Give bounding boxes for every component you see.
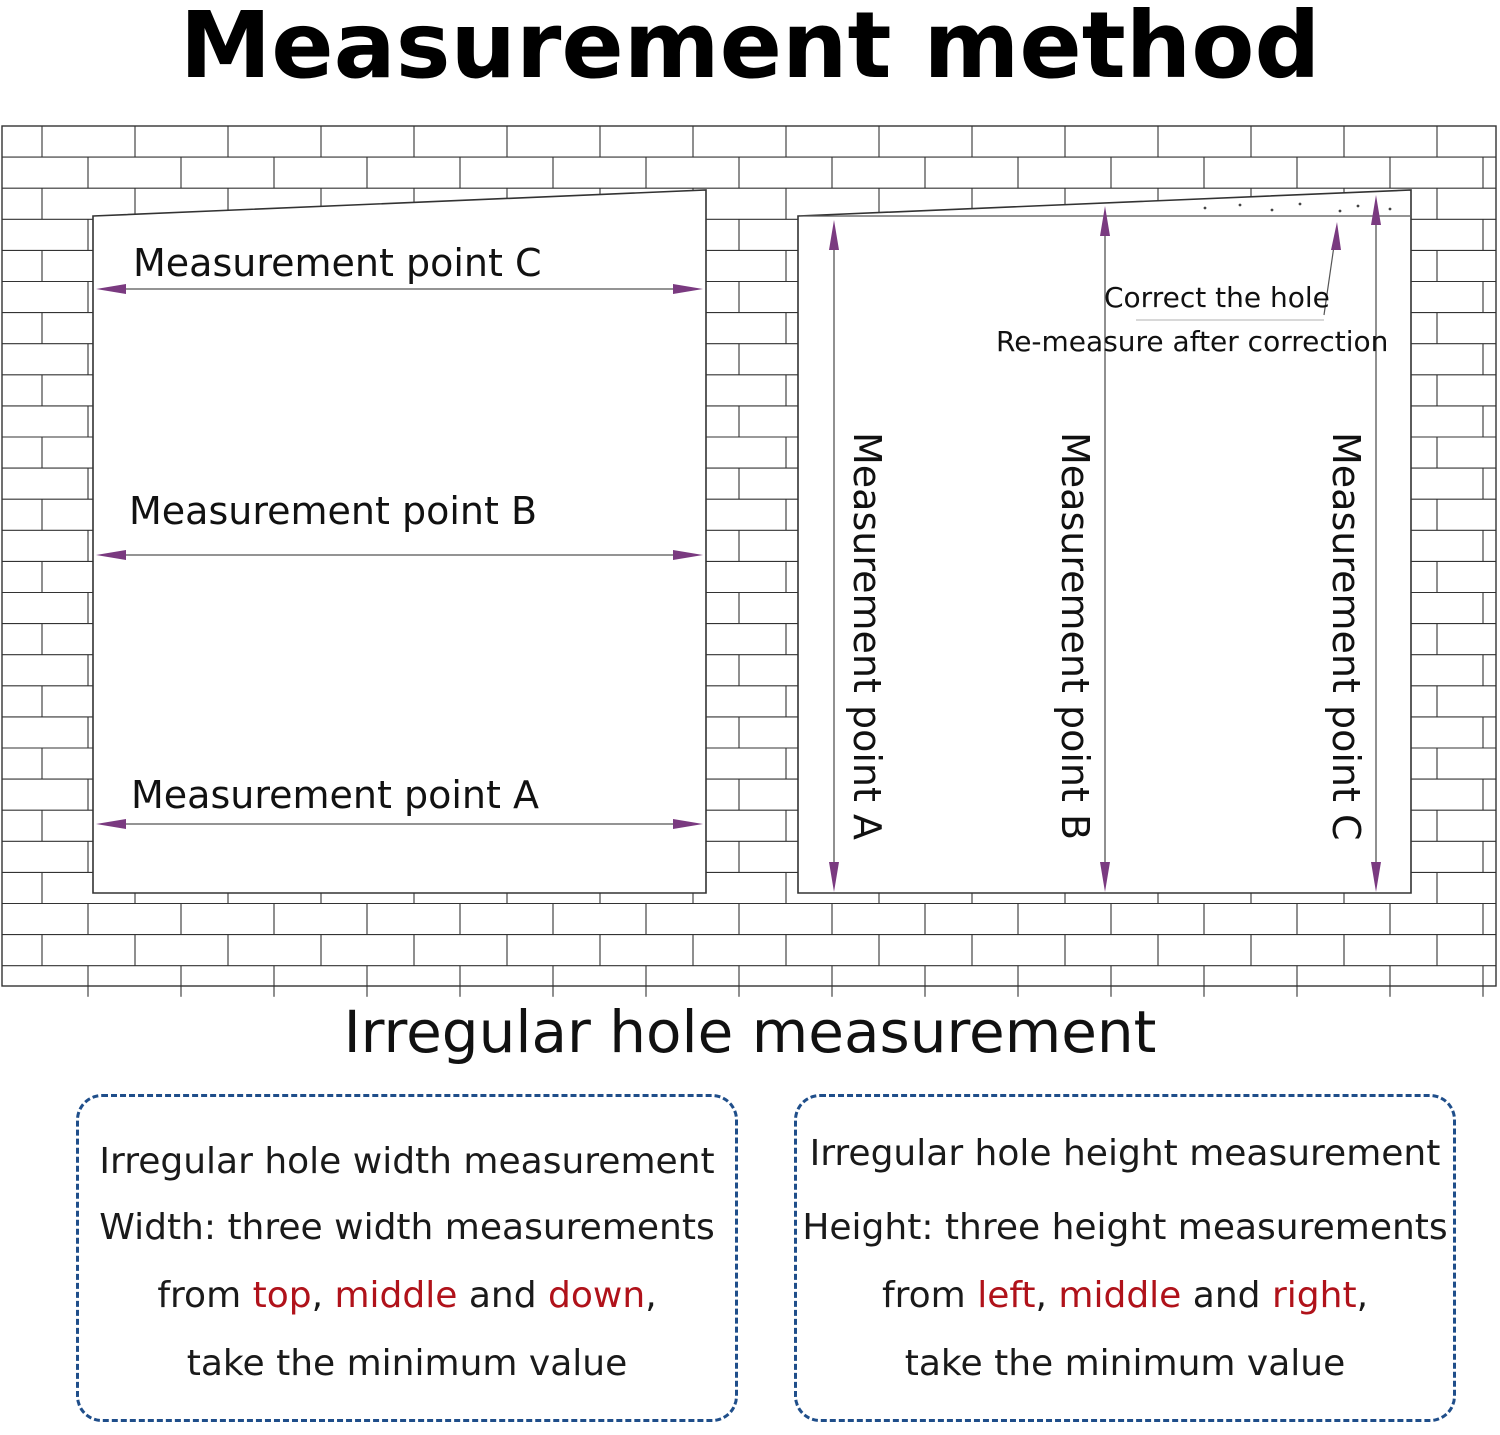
measurement-arrows — [96, 195, 1381, 892]
highlight-middle: middle — [334, 1275, 458, 1316]
height-arrow-c — [1371, 195, 1381, 892]
end-text: , — [645, 1275, 657, 1316]
highlight-top: top — [252, 1275, 312, 1316]
debris-dot — [1298, 202, 1302, 206]
width-box-conclusion: take the minimum value — [186, 1343, 628, 1384]
height-box-heading: Irregular hole height measurement — [809, 1133, 1441, 1174]
width-arrow-a — [96, 819, 703, 829]
debris-dot — [1356, 204, 1360, 208]
width-box-positions: from top, middle and down, — [79, 1275, 735, 1316]
width-label-c: Measurement point C — [133, 241, 541, 285]
width-arrow-c — [96, 284, 703, 294]
debris-dot — [1270, 208, 1274, 212]
separator-text: , — [311, 1275, 335, 1316]
height-arrow-b — [1100, 206, 1110, 892]
highlight-right: right — [1271, 1275, 1357, 1316]
debris-dot — [1338, 209, 1342, 213]
left-hole — [92, 189, 707, 894]
from-text: from — [881, 1275, 978, 1316]
section-subtitle: Irregular hole measurement — [343, 998, 1157, 1066]
highlight-left: left — [977, 1275, 1036, 1316]
highlight-middle: middle — [1058, 1275, 1182, 1316]
separator-text: , — [1035, 1275, 1059, 1316]
and-text: and — [1181, 1275, 1272, 1316]
measurement-labels: Measurement point C Measurement point B Me… — [129, 241, 1388, 840]
debris-dot — [1203, 206, 1207, 210]
height-label-c: Measurement point C — [1324, 432, 1368, 840]
height-label-b: Measurement point B — [1053, 432, 1097, 840]
debris-dot — [1388, 207, 1392, 211]
debris-dot — [1238, 203, 1242, 207]
height-box-positions: from left, middle and right, — [797, 1275, 1453, 1316]
correction-note: Correct the hole — [1104, 281, 1330, 314]
remeasure-note: Re-measure after correction — [996, 325, 1388, 358]
and-text: and — [457, 1275, 549, 1316]
highlight-down: down — [548, 1275, 646, 1316]
width-label-a: Measurement point A — [131, 773, 539, 817]
from-text: from — [157, 1275, 253, 1316]
height-label-a: Measurement point A — [845, 432, 889, 840]
width-box-description: Width: three width measurements — [99, 1207, 715, 1248]
height-box-description: Height: three height measurements — [802, 1207, 1448, 1248]
correction-pointer — [1136, 222, 1341, 321]
width-label-b: Measurement point B — [129, 489, 537, 533]
end-text: , — [1356, 1275, 1369, 1316]
width-arrow-b — [96, 550, 703, 560]
brick-wall-diagram: Measurement point C Measurement point B Me… — [1, 125, 1497, 997]
width-box-heading: Irregular hole width measurement — [99, 1141, 715, 1182]
height-box-conclusion: take the minimum value — [904, 1343, 1346, 1384]
width-instructions-box: Irregular hole width measurement Width: … — [76, 1094, 738, 1422]
height-instructions-box: Irregular hole height measurement Height… — [794, 1094, 1456, 1422]
page-title: Measurement method — [179, 0, 1321, 99]
height-arrow-a — [829, 220, 839, 892]
